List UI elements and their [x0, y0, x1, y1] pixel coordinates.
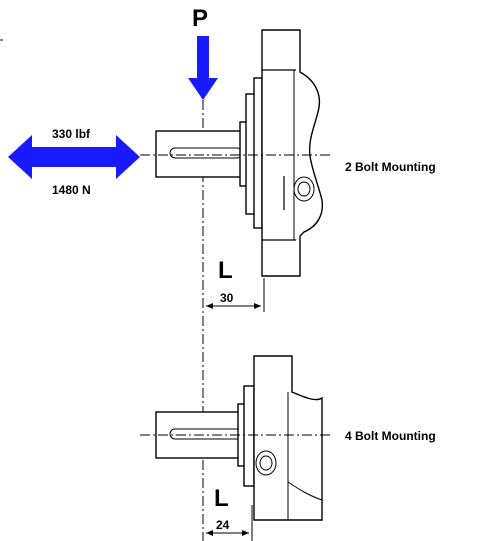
load-label-p: P: [192, 5, 208, 32]
bottom-distance-symbol: L: [214, 485, 229, 512]
bottom-distance-value: 24: [216, 518, 230, 532]
force-double-arrow: [8, 135, 140, 179]
top-distance-symbol: L: [218, 257, 233, 284]
top-collar: [253, 77, 263, 229]
top-shaft: [155, 130, 245, 178]
load-arrow-p: [188, 36, 218, 100]
top-flange-housing: [261, 29, 324, 277]
top-bolt-inner: [297, 181, 311, 197]
bottom-collar: [243, 385, 255, 487]
top-mount-label: 2 Bolt Mounting: [345, 160, 436, 174]
bottom-bolt-outer: [255, 450, 277, 476]
force-label-imperial: 330 lbf: [52, 127, 91, 141]
top-hatching: [262, 69, 296, 241]
force-label-metric: 1480 N: [52, 183, 91, 197]
four-bolt-mounting-drawing: [155, 355, 323, 521]
two-bolt-mounting-drawing: [155, 29, 324, 277]
top-distance-value: 30: [220, 291, 234, 305]
bottom-mount-label: 4 Bolt Mounting: [345, 429, 436, 443]
top-bolt-outer: [293, 176, 315, 202]
bottom-bolt-inner: [259, 455, 273, 471]
